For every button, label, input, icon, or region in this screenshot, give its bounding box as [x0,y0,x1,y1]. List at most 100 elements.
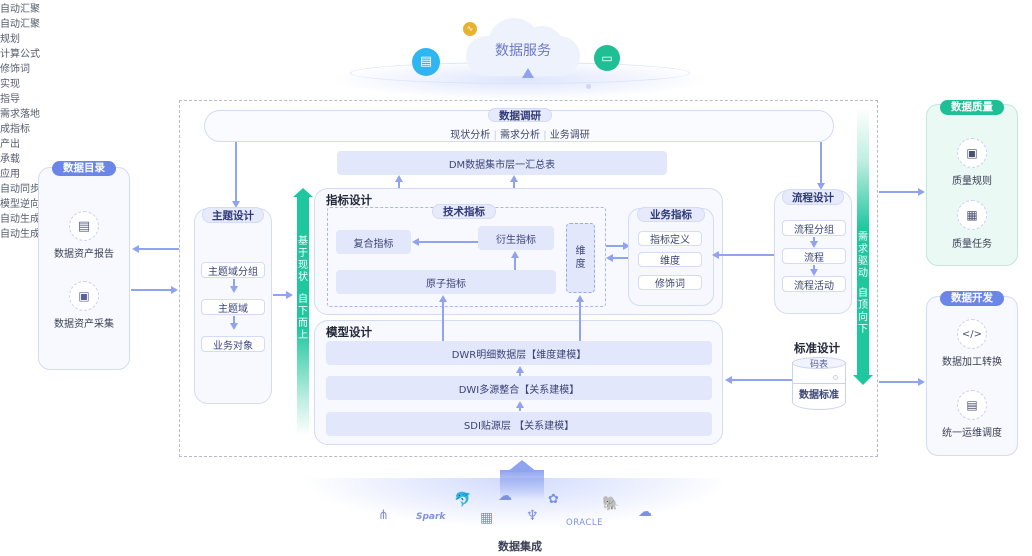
hbase-icon: ✿ [548,492,559,507]
top-down-text: 需求驱动 [858,232,868,279]
auto-generate-label: 自动生成 [0,214,40,225]
report-icon: ▤ [69,211,99,241]
catalog-panel [38,167,130,370]
process-arrow-label: 成指标 [0,124,30,135]
research-title: 数据调研 [488,108,552,122]
model-layer[interactable]: DWI多源整合【关系建模】 [326,376,712,400]
standard-design-title: 标准设计 [794,341,840,355]
research-item: 业务调研 [549,130,590,141]
connector [612,257,630,259]
connector [519,406,521,411]
connector [233,316,235,324]
process-item[interactable]: 流程 [782,248,846,264]
arrow-up-icon [439,295,447,302]
rule-icon: ▣ [957,138,987,168]
tech-indicator-title: 技术指标 [432,204,496,219]
process-item[interactable]: 流程活动 [782,276,846,292]
quality-item-label[interactable]: 质量规则 [952,176,992,187]
model-layer[interactable]: DWR明细数据层【维度建模】 [326,341,712,365]
arrow-down-icon [230,323,238,330]
subject-item[interactable]: 主题域 [201,299,265,315]
service-cloud[interactable]: 数据服务 [466,14,580,76]
arrow-down-icon [817,183,825,190]
connector [514,256,516,270]
connector [718,254,774,256]
hive-icon: ♆ [526,508,539,524]
integration-beam [500,470,544,500]
arrow-right-icon [623,242,630,250]
model-reverse-label: 模型逆向 [0,199,40,210]
schedule-icon: ▤ [957,390,987,420]
connector [131,289,172,291]
data-standard-label: 数据标准 [799,390,839,401]
connector [519,371,521,376]
hadoop-elephant-icon: 🐘 [602,496,620,512]
connector [820,142,822,185]
development-title: 数据开发 [940,291,1004,306]
service-icon-wave: ∿ [463,22,477,36]
process-item[interactable]: 流程分组 [782,220,846,236]
cloud-upload-icon: ☁ [498,488,512,504]
service-title: 数据服务 [495,43,551,59]
arrow-right-icon [918,378,925,386]
arrow-up-icon [516,366,524,373]
arrow-right-icon [918,188,925,196]
top-down-text: 自顶向下 [858,288,868,335]
cylinder-dot [833,375,838,380]
development-item-label[interactable]: 统一运维调度 [942,428,1002,439]
arrow-left-icon [725,376,732,384]
business-item[interactable]: 修饰词 [638,275,702,290]
derived-indicator[interactable]: 衍生指标 [478,226,554,250]
research-item: 需求分析 [500,130,540,141]
business-indicator-title: 业务指标 [637,207,705,222]
hierarchy-icon: ⋔ [378,508,389,523]
business-item[interactable]: 指标定义 [638,231,702,246]
spark-logo: Spark [416,512,446,522]
arrow-up-icon [395,175,403,182]
development-item-label[interactable]: 数据加工转换 [942,357,1002,368]
atomic-indicator[interactable]: 原子指标 [336,270,556,294]
integration-title: 数据集成 [498,540,542,553]
arrow-left-icon [132,245,139,253]
bottom-up-text: 自下而上 [298,294,308,341]
implement-label: 实现 [0,79,20,90]
quality-panel [926,104,1018,266]
connector [235,142,237,202]
process-arrow-label: 需求落地 [0,109,40,120]
arrow-left-icon [606,254,613,262]
dimension-label: 维度 [575,246,586,270]
connector [731,379,792,381]
catalog-item-label[interactable]: 数据资产采集 [54,319,114,330]
composite-indicator[interactable]: 复合指标 [336,230,411,254]
integration-sources: ⋔ Spark 🐬 ▦ ☁ ♆ ✿ ORACLE 🐘 ☁ [372,488,672,534]
integration-arrow-icon [507,460,537,472]
arrow-right-icon [171,286,178,294]
connector [606,245,624,247]
business-item[interactable]: 维度 [638,252,702,267]
connector [442,300,444,342]
model-layer[interactable]: SDI贴源层 【关系建模】 [326,412,712,436]
quality-item-label[interactable]: 质量任务 [952,239,992,250]
dimension-box[interactable]: 维度 [566,223,595,293]
research-items: 现状分析 | 需求分析 | 业务调研 [450,130,590,141]
dm-table-box[interactable]: DM数据集市层一汇总表 [337,151,667,175]
arrow-up-icon [510,175,518,182]
subject-item[interactable]: 主题域分组 [201,262,265,278]
data-standard-cylinder[interactable]: 码表 数据标准 [792,357,846,413]
auto-aggregate-label: 自动汇聚 [0,19,40,30]
connector [813,265,815,270]
collect-icon: ▣ [69,281,99,311]
connector [273,294,287,296]
connector [233,279,235,287]
connector [138,248,179,250]
service-dot [586,84,591,89]
quality-title: 数据质量 [940,100,1004,115]
process-arrow-label: 产出 [0,139,20,150]
subject-item[interactable]: 业务对象 [201,336,265,352]
catalog-title: 数据目录 [52,161,116,176]
carry-label: 承载 [0,154,20,165]
service-icon-monitor: ▭ [594,45,620,71]
guide-label: 指导 [0,94,20,105]
arrow-up-icon [511,251,519,258]
catalog-item-label[interactable]: 数据资产报告 [54,249,114,260]
